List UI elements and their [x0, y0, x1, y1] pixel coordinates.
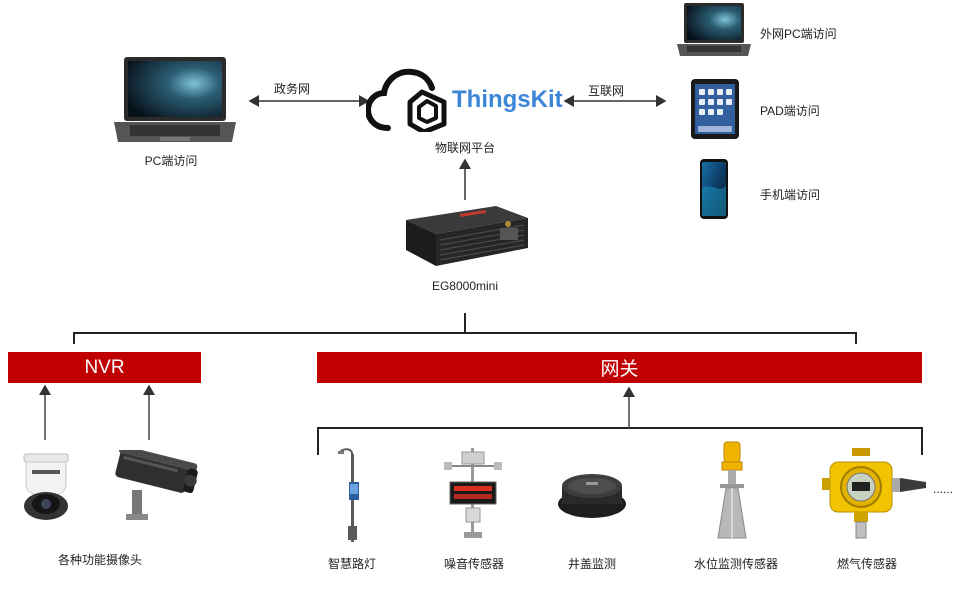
sensor-label-4: 水位监测传感器: [693, 557, 778, 571]
platform-caption: 物联网平台: [434, 141, 495, 155]
pad-access-label: PAD端访问: [760, 104, 820, 118]
water-level-sensor-icon: [717, 441, 747, 539]
sensor-label-5: 燃气传感器: [836, 557, 897, 571]
dome-camera-icon: [23, 453, 69, 520]
thingskit-cloud-logo-icon: [366, 68, 447, 132]
manhole-cover-sensor-icon: [558, 474, 626, 518]
gas-sensor-icon: [822, 448, 926, 539]
tablet-icon: [691, 79, 739, 139]
sensor-label-3: 井盖监测: [567, 557, 616, 571]
sensor-label-2: 噪音传感器: [443, 557, 504, 571]
nvr-bar: NVR: [8, 352, 201, 383]
pc-access-label: PC端访问: [144, 154, 198, 168]
gov-network-label: 政务网: [274, 82, 311, 96]
phone-access-label: 手机端访问: [760, 188, 821, 202]
gateway-bar: 网关: [317, 352, 922, 383]
brand-name: ThingsKit: [452, 86, 563, 113]
upper-bracket: [73, 313, 857, 344]
noise-sensor-icon: [444, 448, 502, 538]
sensor-label-1: 智慧路灯: [327, 557, 376, 571]
pc-laptop-icon: [114, 57, 236, 142]
phone-icon: [700, 159, 728, 219]
external-pc-laptop-icon: [677, 3, 751, 56]
more-ellipsis: ......: [933, 482, 954, 496]
sensor-bracket: [317, 427, 923, 455]
internet-label: 互联网: [588, 84, 625, 98]
external-pc-label: 外网PC端访问: [760, 27, 837, 41]
eg8000mini-label: EG8000mini: [431, 279, 499, 293]
eg8000mini-device-icon: [406, 206, 528, 266]
bullet-camera-icon: [115, 450, 198, 520]
cameras-label: 各种功能摄像头: [57, 553, 142, 567]
smart-streetlight-icon: [338, 448, 359, 542]
